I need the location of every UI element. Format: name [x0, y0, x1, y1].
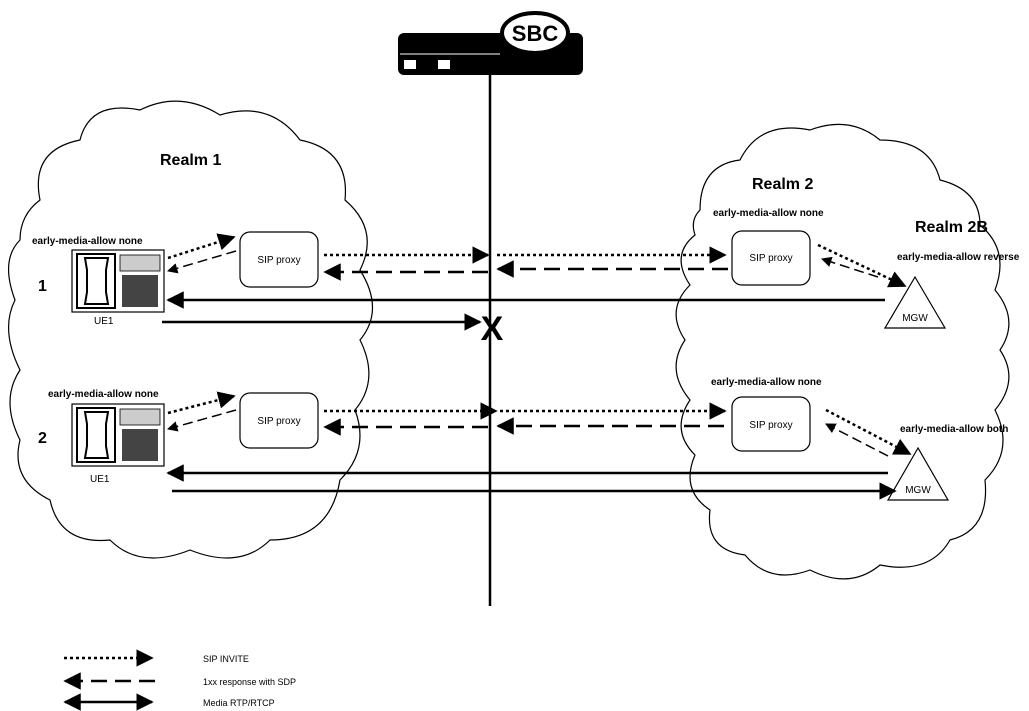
sbc-port-icon — [438, 60, 450, 69]
sip-proxy-box — [731, 230, 811, 286]
legend: SIP INVITE 1xx response with SDP Media R… — [63, 649, 296, 711]
sbc-port-icon — [404, 60, 416, 69]
sip-proxy-label: SIP proxy — [749, 420, 792, 431]
response-arrow — [166, 409, 237, 432]
sbc-device: SBC — [398, 11, 583, 75]
scenario-2-ue-policy: early-media-allow none — [48, 389, 159, 400]
mgw-triangle — [883, 275, 947, 329]
scenario-1-ue-label: UE1 — [94, 316, 114, 327]
sip-invite-arrow — [825, 408, 912, 456]
realm-1-cloud — [7, 100, 373, 559]
scenario-1-mgw-policy: early-media-allow reverse — [897, 252, 1020, 263]
mgw-triangle — [886, 446, 950, 501]
scenario-1-number: 1 — [38, 278, 47, 295]
sip-proxy-label: SIP proxy — [749, 253, 792, 264]
ue-phone-icon — [71, 249, 165, 313]
media-blocked-marker: X — [481, 310, 504, 348]
realm-2-label: Realm 2 — [752, 176, 813, 193]
sip-invite-arrow — [167, 391, 236, 415]
sip-invite-arrow — [817, 243, 907, 288]
scenario-2-number: 2 — [38, 430, 47, 447]
sip-proxy-box — [239, 392, 319, 449]
sip-proxy-box — [239, 231, 319, 288]
response-arrow — [821, 256, 879, 278]
scenario-2-proxy-right-policy: early-media-allow none — [711, 377, 822, 388]
scenario-1-ue-policy: early-media-allow none — [32, 236, 143, 247]
legend-response-label: 1xx response with SDP — [203, 677, 296, 687]
legend-media-label: Media RTP/RTCP — [203, 698, 275, 708]
response-arrow — [825, 423, 889, 457]
sip-proxy-label: SIP proxy — [257, 255, 300, 266]
ue-phone-icon — [71, 403, 165, 467]
realm-1-label: Realm 1 — [160, 152, 221, 169]
scenario-2-ue-label: UE1 — [90, 474, 110, 485]
sip-proxy-label: SIP proxy — [257, 416, 300, 427]
legend-sip-invite-label: SIP INVITE — [203, 654, 249, 664]
response-arrow — [166, 250, 237, 274]
scenario-2-mgw-policy: early-media-allow both — [900, 424, 1008, 435]
mgw-label: MGW — [905, 485, 931, 496]
scenario-1-proxy-right-policy: early-media-allow none — [713, 208, 824, 219]
mgw-label: MGW — [902, 313, 928, 324]
sbc-label: SBC — [512, 21, 559, 46]
realm-2b-label: Realm 2B — [915, 219, 988, 236]
sip-proxy-box — [731, 396, 811, 452]
realm-2-cloud — [675, 123, 1010, 580]
